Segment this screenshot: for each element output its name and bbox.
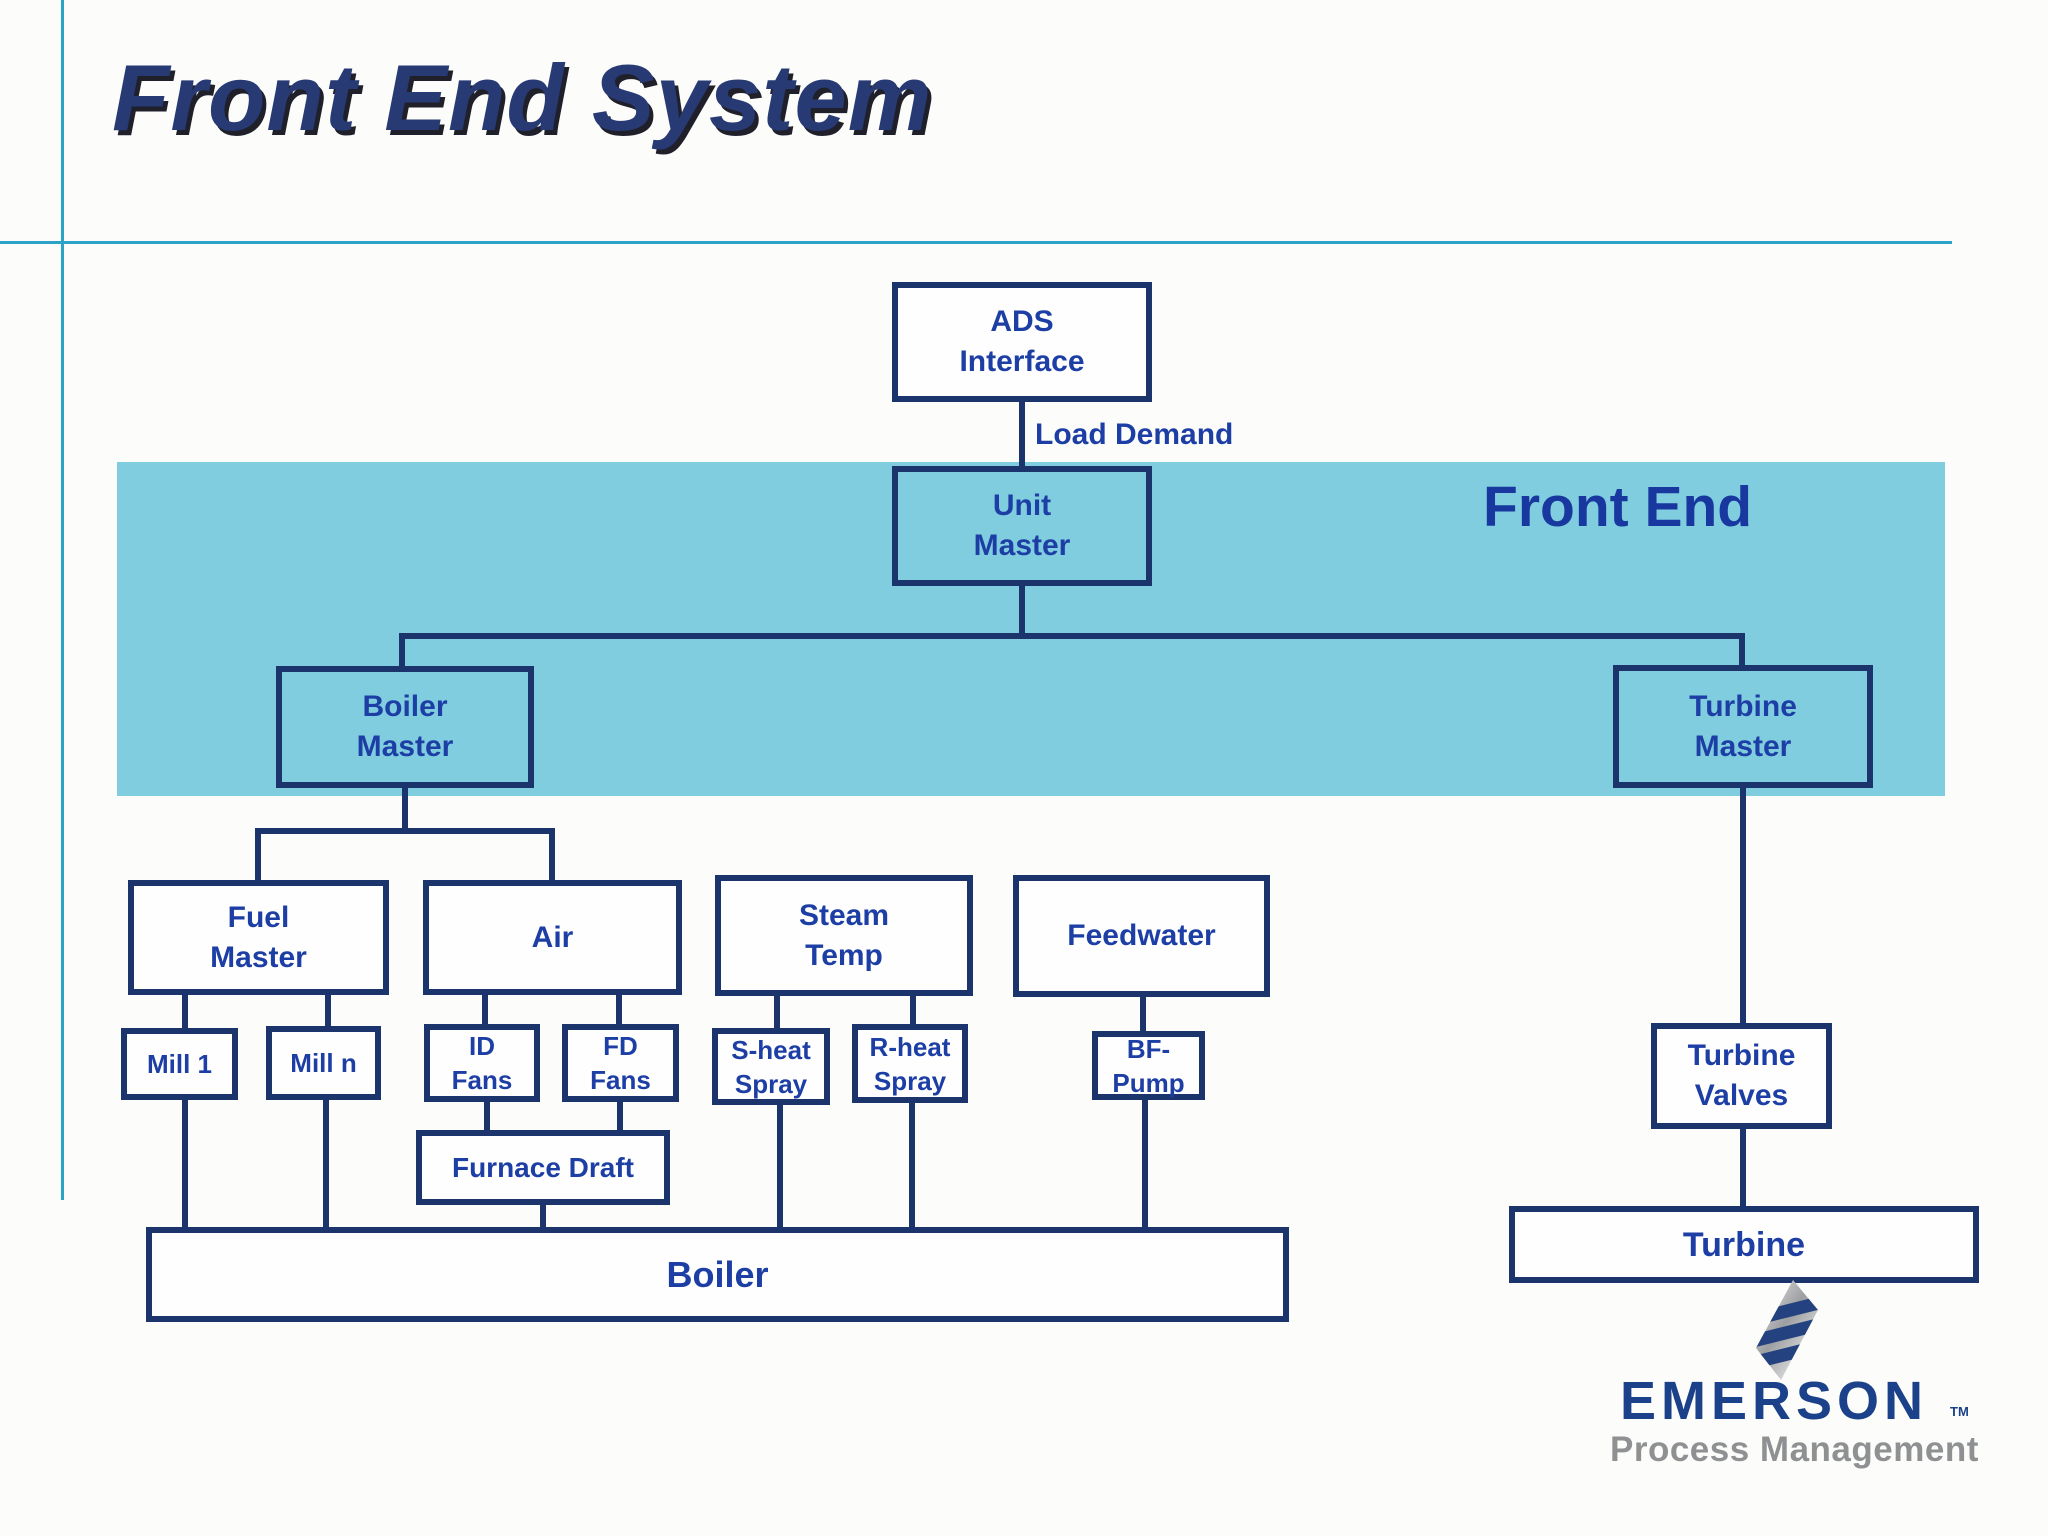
node-fd-fans: FD Fans	[562, 1024, 679, 1102]
edge-ads-to-unit-master	[1019, 399, 1025, 469]
front-end-band	[117, 462, 1945, 796]
emerson-wordmark: EMERSON	[1620, 1371, 1929, 1431]
edge-turbine-master-to-valves	[1740, 785, 1746, 1026]
trademark-symbol: TM	[1950, 1404, 1969, 1419]
node-air: Air	[423, 880, 682, 995]
edge-feedwater-to-bf-pump	[1140, 994, 1146, 1035]
edge-boiler-master-stem	[402, 785, 408, 832]
emerson-tagline: Process Management	[1610, 1430, 1979, 1469]
edge-id-fans-to-furnace-draft	[484, 1099, 490, 1134]
edge-branch-to-turbine-master	[1739, 633, 1745, 669]
edge-steam-temp-to-s-heat	[774, 993, 780, 1032]
edge-furnace-draft-to-boiler	[540, 1202, 546, 1231]
edge-valves-to-turbine	[1740, 1126, 1746, 1210]
load-demand-label: Load Demand	[1035, 418, 1234, 451]
vertical-accent-line	[61, 0, 64, 1200]
edge-s-heat-to-boiler	[777, 1102, 783, 1231]
page-title: Front End System	[112, 45, 933, 150]
node-boiler-master: Boiler Master	[276, 666, 534, 788]
edge-fd-fans-to-furnace-draft	[617, 1099, 623, 1134]
edge-unit-master-stem	[1019, 583, 1025, 639]
node-s-heat-spray: S-heat Spray	[712, 1028, 830, 1105]
node-turbine-valves: Turbine Valves	[1651, 1023, 1832, 1129]
node-unit-master: Unit Master	[892, 466, 1152, 586]
node-mill-n: Mill n	[266, 1026, 381, 1100]
edge-branch-to-boiler-master	[399, 633, 405, 669]
edge-branch-to-air	[549, 828, 555, 884]
emerson-logo-icon	[1752, 1280, 1822, 1385]
edge-fuel-master-to-mill-1	[182, 992, 188, 1032]
node-turbine: Turbine	[1509, 1206, 1979, 1283]
node-furnace-draft: Furnace Draft	[416, 1130, 670, 1205]
edge-mill-1-to-boiler	[182, 1097, 188, 1231]
node-ads-interface: ADS Interface	[892, 282, 1152, 402]
edge-r-heat-to-boiler	[909, 1100, 915, 1231]
node-fuel-master: Fuel Master	[128, 880, 389, 995]
node-r-heat-spray: R-heat Spray	[852, 1024, 968, 1103]
edge-bf-pump-to-boiler	[1142, 1097, 1148, 1231]
node-id-fans: ID Fans	[424, 1024, 540, 1102]
edge-mill-n-to-boiler	[323, 1097, 329, 1231]
edge-master-branch-horizontal	[399, 633, 1745, 639]
edge-steam-temp-to-r-heat	[910, 993, 916, 1028]
node-steam-temp: Steam Temp	[715, 875, 973, 996]
horizontal-accent-line	[0, 241, 1952, 244]
edge-fuel-master-to-mill-n	[325, 992, 331, 1030]
node-mill-1: Mill 1	[121, 1028, 238, 1100]
edge-branch-to-fuel-master	[255, 828, 261, 884]
node-turbine-master: Turbine Master	[1613, 665, 1873, 788]
edge-air-to-fd-fans	[616, 992, 622, 1028]
front-end-band-label: Front End	[1483, 475, 1753, 539]
edge-boiler-branch-horizontal	[255, 828, 555, 834]
node-feedwater: Feedwater	[1013, 875, 1270, 997]
node-bf-pump: BF- Pump	[1092, 1031, 1205, 1100]
node-boiler: Boiler	[146, 1227, 1289, 1322]
edge-air-to-id-fans	[482, 992, 488, 1028]
